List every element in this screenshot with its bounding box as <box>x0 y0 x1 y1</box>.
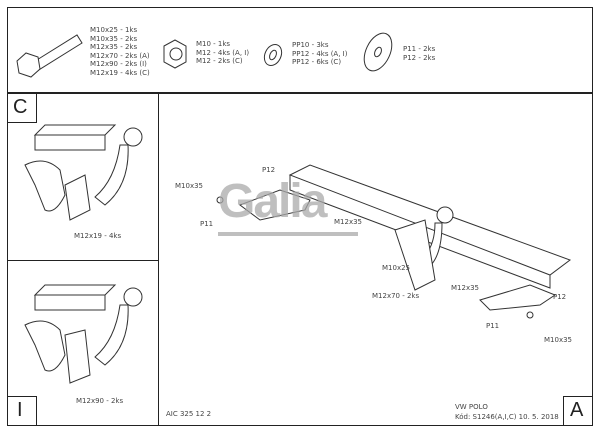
plate-washer-icon <box>363 32 393 72</box>
nut-icon <box>163 39 187 69</box>
drawing-code: AIC 325 12 2 <box>166 410 212 418</box>
towbar-a-drawing <box>216 164 572 319</box>
label-m10x25: M10x25 <box>382 264 410 272</box>
label-p12-right: P12 <box>553 293 567 301</box>
label-m10x35-left: M10x35 <box>175 182 203 190</box>
bolt-item: M12x90 - 2ks (I) <box>90 60 147 68</box>
panel-c-letter: C <box>13 96 28 118</box>
bolt-item: M12x35 - 2ks <box>90 43 138 51</box>
washer-icon <box>263 43 283 67</box>
panel-a <box>158 93 593 426</box>
vehicle-model: VW POLO <box>455 403 488 411</box>
bolt-item: M12x19 - 4ks (C) <box>90 68 150 77</box>
label-p11-left: P11 <box>200 220 214 228</box>
washer-item: PP12 - 4ks (A, I) <box>292 49 348 58</box>
towbar-c-drawing <box>24 124 143 221</box>
label-p11-right: P11 <box>486 322 500 330</box>
plates-list: P11 - 2ks P12 - 2ks <box>403 45 435 62</box>
plate-item: P11 - 2ks <box>403 45 436 53</box>
washer-item: PP12 - 6ks (C) <box>292 58 342 66</box>
washer-item: PP10 - 3ks <box>292 41 329 49</box>
panel-i-letter: I <box>17 399 23 421</box>
bolt-icon <box>16 34 83 78</box>
panel-a-letter-box <box>563 396 593 426</box>
plate-item: P12 - 2ks <box>403 53 436 62</box>
bolt-item: M10x25 - 1ks <box>90 26 138 34</box>
label-m12x70: M12x70 - 2ks <box>372 292 420 300</box>
bolts-list: M10x25 - 1ks M10x35 - 2ks M12x35 - 2ks M… <box>90 26 150 77</box>
galia-logo: Galia <box>218 175 327 228</box>
panel-i-letter-box <box>7 396 37 426</box>
panel-a-letter: A <box>570 399 584 421</box>
parts-list-box <box>7 7 593 93</box>
bolt-item: M10x35 - 2ks <box>90 34 138 43</box>
nut-item: M12 - 2ks (C) <box>196 57 243 65</box>
part-code-date: Kód: S1246(A,I,C) 10. 5. 2018 <box>455 413 559 421</box>
panel-i-bolt-label: M12x90 - 2ks <box>76 397 124 405</box>
nuts-list: M10 - 1ks M12 - 4ks (A, I) M12 - 2ks (C) <box>196 40 249 66</box>
panel-c-letter-box <box>7 93 37 123</box>
bolt-item: M12x70 - 2ks (A) <box>90 51 150 60</box>
panel-c-bolt-label: M12x19 - 4ks <box>74 232 122 240</box>
nut-item: M10 - 1ks <box>196 40 231 48</box>
washers-list: PP10 - 3ks PP12 - 4ks (A, I) PP12 - 6ks … <box>292 41 347 67</box>
galia-logo-stripe <box>218 232 358 236</box>
towbar-i-drawing <box>24 284 143 384</box>
label-m12x35-left: M12x35 <box>334 218 362 226</box>
label-m12x35-right: M12x35 <box>451 284 479 292</box>
nut-item: M12 - 4ks (A, I) <box>196 48 250 57</box>
label-m10x35-right: M10x35 <box>544 336 572 344</box>
label-p12-left: P12 <box>262 166 276 174</box>
